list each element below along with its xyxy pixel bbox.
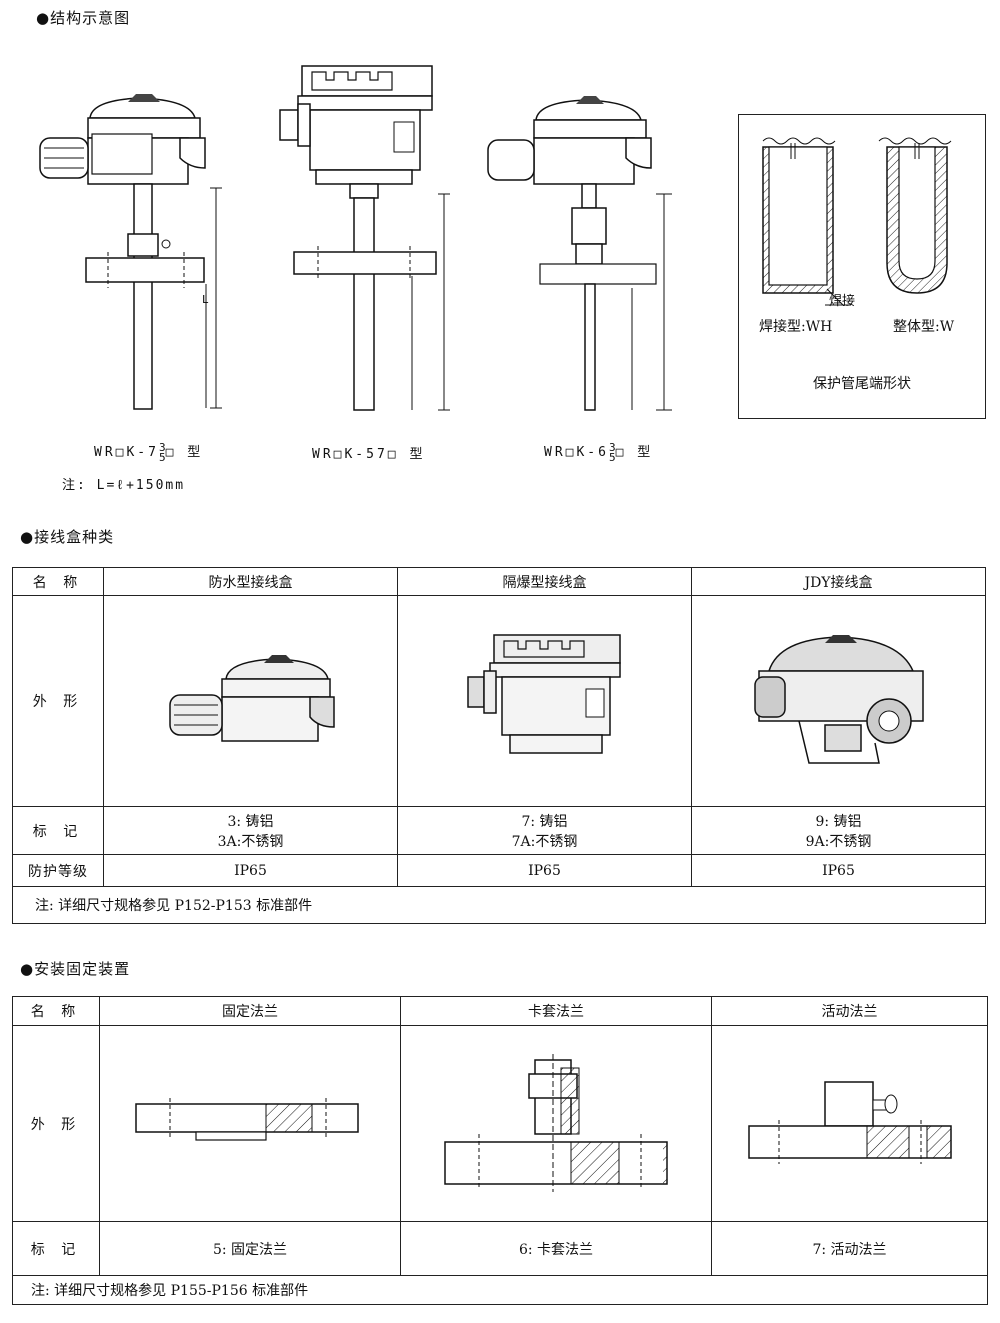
- compression-flange-image: [400, 1025, 712, 1222]
- model-caption-2: WR□K-57□ 型: [312, 447, 426, 462]
- row-label-mark: 标 记: [12, 806, 104, 855]
- column-name: 防水型接线盒: [103, 567, 398, 596]
- column-name: 活动法兰: [711, 996, 988, 1026]
- protection-cell: IP65: [691, 854, 986, 887]
- column-name: 固定法兰: [99, 996, 401, 1026]
- movable-flange-image: [711, 1025, 988, 1222]
- mounting-table: 名 称 固定法兰 卡套法兰 活动法兰 外 形: [12, 996, 988, 1305]
- mark-cell: 7: 活动法兰: [711, 1221, 988, 1276]
- dim-L: L: [202, 293, 209, 306]
- column-name: 卡套法兰: [400, 996, 712, 1026]
- mark-cell: 5: 固定法兰: [99, 1221, 401, 1276]
- section-title-mounting: ●安装固定装置: [20, 960, 131, 978]
- waterproof-box-image: [103, 595, 398, 807]
- row-label-name: 名 称: [12, 996, 100, 1026]
- column-name: JDY接线盒: [691, 567, 986, 596]
- integral-type-label: 整体型:W: [893, 319, 955, 335]
- structure-drawing-2: [279, 65, 450, 411]
- welded-type-label: 焊接型:WH: [759, 319, 833, 335]
- junction-box-table: 名 称 防水型接线盒 隔爆型接线盒 JDY接线盒 外 形: [12, 567, 986, 924]
- row-label-shape: 外 形: [12, 1025, 100, 1222]
- structure-drawing-1: L: [39, 94, 222, 410]
- section-title-structure: ●结构示意图: [36, 9, 131, 27]
- weld-callout: 焊接: [829, 294, 856, 309]
- jdy-box-image: [691, 595, 986, 807]
- row-label-mark: 标 记: [12, 1221, 100, 1276]
- row-label-name: 名 称: [12, 567, 104, 596]
- section-title-junction: ●接线盒种类: [20, 528, 115, 546]
- junction-note: 注: 详细尺寸规格参见 P152-P153 标准部件: [12, 886, 986, 924]
- column-name: 隔爆型接线盒: [397, 567, 692, 596]
- length-note: 注: L=ℓ+150mm: [62, 478, 186, 493]
- mark-cell: 6: 卡套法兰: [400, 1221, 712, 1276]
- structure-drawing-3: [487, 96, 672, 411]
- row-label-protection: 防护等级: [12, 854, 104, 887]
- protection-cell: IP65: [103, 854, 398, 887]
- mounting-note: 注: 详细尺寸规格参见 P155-P156 标准部件: [12, 1275, 988, 1305]
- row-label-shape: 外 形: [12, 595, 104, 807]
- fixed-flange-image: [99, 1025, 401, 1222]
- tube-end-shape-box: 焊接 焊接型:WH 整体型:W 保护管尾端形状: [738, 114, 986, 419]
- tube-end-caption: 保护管尾端形状: [813, 376, 911, 392]
- explosion-proof-box-image: [397, 595, 692, 807]
- protection-cell: IP65: [397, 854, 692, 887]
